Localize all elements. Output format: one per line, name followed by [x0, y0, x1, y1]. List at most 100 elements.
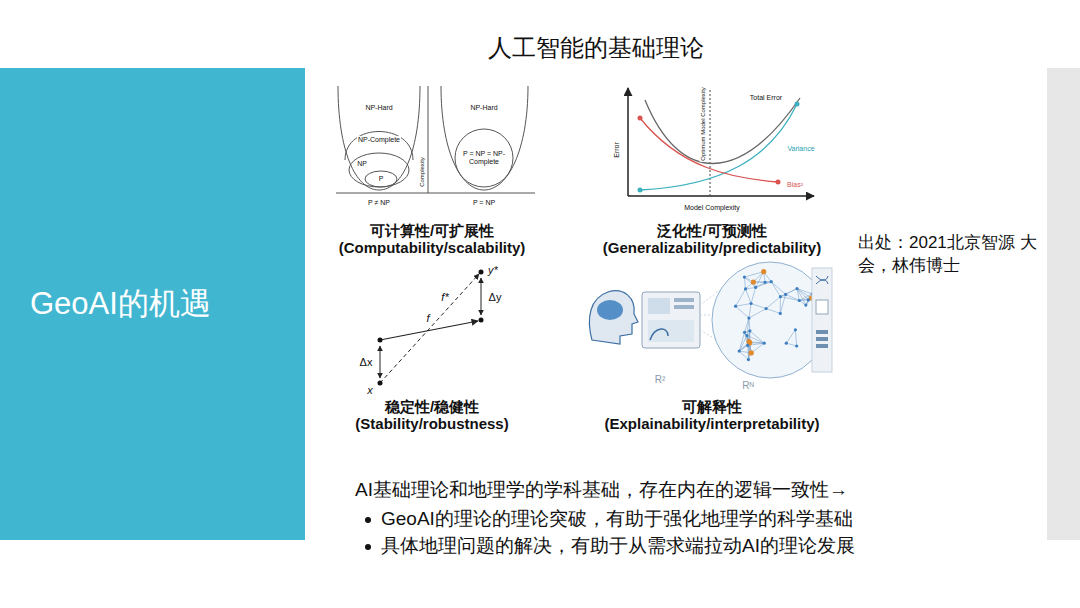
slide-title: 人工智能的基础理论 — [488, 34, 704, 62]
network-node — [751, 279, 756, 284]
network-node — [779, 312, 782, 315]
stability-figure — [378, 270, 484, 386]
network-link — [746, 289, 752, 304]
network-node — [763, 281, 766, 284]
math-symbol: y* — [487, 264, 499, 277]
network-link — [736, 289, 746, 306]
figure-ground — [327, 80, 835, 438]
network-link — [736, 306, 749, 318]
panel-caption: 可解释性 — [682, 398, 742, 415]
network-link — [795, 330, 796, 346]
network-node — [747, 316, 750, 319]
network-node — [798, 299, 801, 302]
network-link — [780, 297, 799, 301]
case-label: P ≠ NP — [367, 199, 391, 207]
network-node — [785, 342, 788, 345]
network-node — [795, 287, 798, 290]
axis-label: Optimum Model Complexity — [700, 86, 707, 162]
network-node — [747, 358, 750, 361]
network-node — [749, 302, 752, 305]
network-link — [786, 289, 797, 295]
panel-caption: (Generalizability/predictability) — [603, 239, 821, 256]
side-bar — [1047, 68, 1080, 540]
panel-caption: 泛化性/可预测性 — [657, 222, 766, 239]
network-node — [743, 275, 746, 278]
curve-label: Variance — [786, 145, 815, 153]
network-link — [786, 330, 795, 343]
network-node — [794, 328, 797, 331]
panel-caption: 可计算性/可扩展性 — [370, 222, 494, 239]
network-link — [753, 281, 771, 282]
math-symbol: f — [425, 312, 430, 325]
bullet-text: GeoAI的理论的理论突破，有助于强化地理学的科学基础 — [381, 508, 853, 530]
network-link — [749, 309, 766, 318]
curve-label: Total Error — [749, 94, 783, 102]
network-link — [786, 343, 796, 346]
network-node — [738, 349, 741, 352]
network-node — [784, 293, 787, 296]
network-link — [745, 332, 748, 345]
network-node — [765, 307, 768, 310]
network-link — [751, 287, 756, 303]
space-label: R² — [654, 374, 667, 386]
math-symbol: Δx — [359, 356, 374, 369]
set-label: NP-Complete — [357, 136, 401, 144]
network-link — [739, 343, 750, 351]
bullet-dot — [365, 517, 371, 523]
complexity-figure — [336, 86, 535, 193]
panel-caption: (Explainability/interpretability) — [604, 415, 819, 432]
network-link — [749, 304, 751, 319]
axis-label: Complexity — [419, 156, 426, 188]
network-link — [750, 331, 764, 343]
network-node — [754, 286, 757, 289]
interpretability-figure — [589, 262, 832, 378]
network-link — [744, 277, 745, 289]
set-label: P = NP = NP-Complete — [457, 150, 511, 166]
set-label: NP-Hard — [469, 104, 498, 112]
network-link — [744, 277, 755, 287]
network-link — [747, 318, 749, 335]
network-node — [761, 269, 766, 274]
network-node — [746, 344, 749, 347]
network-link — [756, 272, 764, 288]
network-node — [804, 303, 807, 306]
math-symbol: x — [366, 384, 374, 397]
network-link — [797, 289, 806, 306]
network-link — [797, 289, 799, 301]
bullet-text: 具体地理问题的解决，有助于从需求端拉动AI的理论发展 — [381, 535, 855, 557]
network-node — [748, 329, 751, 332]
bullet-dot — [365, 544, 371, 550]
network-link — [766, 297, 780, 309]
network-node — [779, 295, 782, 298]
network-node — [770, 280, 773, 283]
network-node — [743, 331, 746, 334]
network-link — [736, 304, 751, 307]
network-node — [744, 287, 747, 290]
source-note: 出处：2021北京智源 大会，林伟博士 — [858, 232, 1046, 278]
network-node — [734, 305, 737, 308]
panel-caption: 稳定性/稳健性 — [385, 398, 479, 415]
axis-label: Error — [613, 141, 621, 159]
set-label: NP-Hard — [364, 104, 393, 112]
section-band: GeoAI的机遇 — [0, 68, 305, 540]
network-node — [749, 350, 754, 355]
panel-caption: (Stability/robustness) — [355, 415, 508, 432]
space-label: Rᴺ — [741, 380, 755, 392]
section-heading: GeoAI的机遇 — [30, 283, 211, 325]
network-link — [771, 282, 780, 297]
axis-label: Model Complexity — [683, 204, 741, 212]
network-link — [780, 289, 797, 297]
curve-label: Bias² — [786, 181, 804, 189]
network-sphere — [734, 269, 823, 361]
math-symbol: f* — [440, 291, 449, 304]
network-link — [744, 272, 763, 277]
math-symbol: Δy — [488, 291, 503, 304]
case-label: P = NP — [472, 199, 496, 207]
panel-caption: (Computability/scalability) — [339, 239, 526, 256]
network-link — [751, 304, 766, 309]
network-link — [771, 282, 785, 295]
set-label: P — [379, 175, 384, 183]
network-link — [786, 294, 800, 300]
network-node — [795, 344, 798, 347]
